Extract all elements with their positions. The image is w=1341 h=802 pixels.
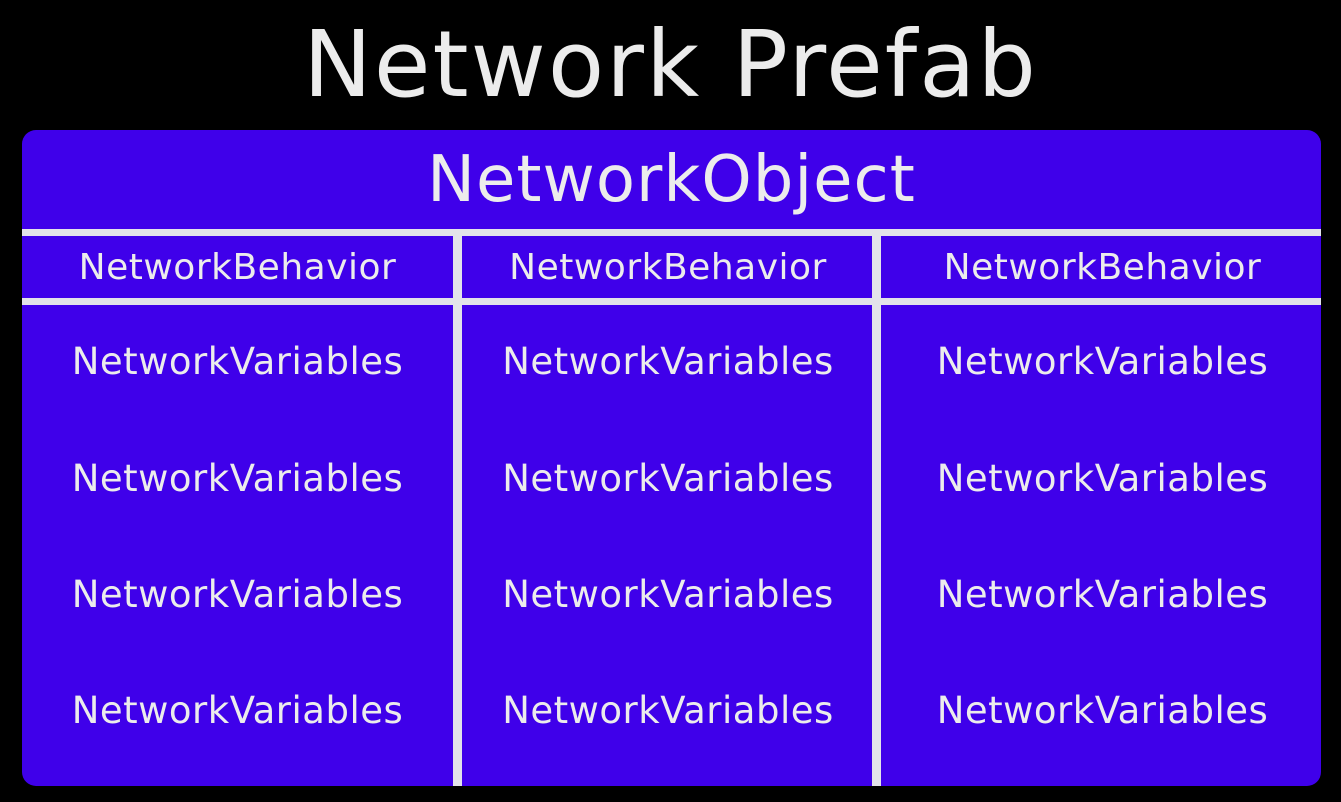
variable-label: NetworkVariables (936, 456, 1269, 500)
page-title: Network Prefab (303, 10, 1038, 118)
variable-label: NetworkVariables (936, 572, 1269, 616)
behavior-divider (22, 298, 1321, 305)
network-object-header: NetworkObject (427, 142, 916, 217)
network-prefab-box: NetworkObject NetworkBehavior NetworkVar… (22, 130, 1321, 786)
variable-label: NetworkVariables (502, 688, 834, 732)
column-divider-1 (453, 229, 462, 786)
behavior-column-1: NetworkBehavior NetworkVariables Network… (22, 236, 453, 786)
variable-label: NetworkVariables (71, 456, 404, 500)
variable-label: NetworkVariables (936, 688, 1269, 732)
behavior-column-2: NetworkBehavior NetworkVariables Network… (465, 236, 871, 786)
behavior-label-3: NetworkBehavior (943, 246, 1262, 288)
variable-label: NetworkVariables (502, 456, 834, 500)
variable-label: NetworkVariables (71, 572, 404, 616)
behavior-label-2: NetworkBehavior (509, 246, 827, 288)
column-divider-2 (872, 229, 881, 786)
variable-label: NetworkVariables (71, 688, 404, 732)
variable-label: NetworkVariables (502, 572, 834, 616)
behavior-column-3: NetworkBehavior NetworkVariables Network… (884, 236, 1321, 786)
variable-label: NetworkVariables (502, 339, 834, 383)
behavior-label-1: NetworkBehavior (78, 246, 397, 288)
object-divider (22, 229, 1321, 236)
variable-label: NetworkVariables (71, 339, 404, 383)
variable-label: NetworkVariables (936, 339, 1269, 383)
